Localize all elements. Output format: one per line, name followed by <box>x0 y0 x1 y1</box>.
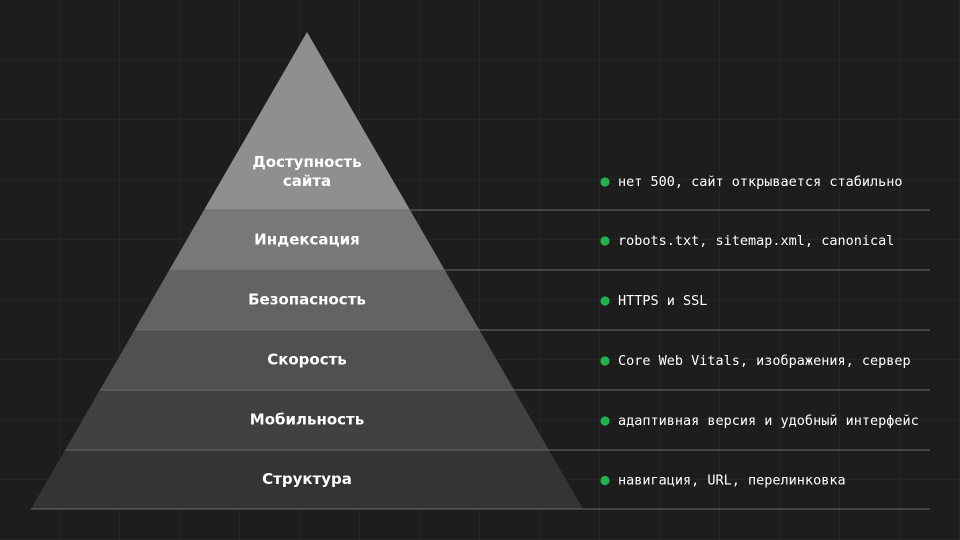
level-label-line: Скорость <box>267 351 347 369</box>
pyramid-level-5 <box>65 390 549 450</box>
level-label-6: Структура <box>262 470 352 488</box>
description-list: нет 500, сайт открывается стабильно robot… <box>600 174 919 489</box>
level-description-1: нет 500, сайт открывается стабильно <box>618 174 902 190</box>
level-description-6: навигация, URL, перелинковка <box>618 473 846 489</box>
level-description-3: HTTPS и SSL <box>618 293 707 309</box>
level-label-line: Безопасность <box>248 291 366 309</box>
bullet-dot-1 <box>600 177 610 187</box>
bullet-dot-4 <box>600 356 610 366</box>
bullet-dot-6 <box>600 475 610 486</box>
pyramid-levels <box>31 32 583 509</box>
level-label-line: Доступность <box>252 153 361 171</box>
level-label-4: Скорость <box>267 351 347 369</box>
pyramid-level-2 <box>169 210 445 270</box>
pyramid-level-1 <box>204 32 410 210</box>
level-label-5: Мобильность <box>250 411 364 429</box>
level-description-5: адаптивная версия и удобный интерфейс <box>618 413 919 429</box>
bullet-dot-5 <box>600 416 610 426</box>
bullet-dot-2 <box>600 236 610 246</box>
level-label-3: Безопасность <box>248 291 366 309</box>
pyramid-level-6 <box>31 450 583 509</box>
level-label-line: Мобильность <box>250 411 364 429</box>
level-label-2: Индексация <box>254 231 360 249</box>
level-dividers <box>31 209 930 510</box>
level-label-line: Индексация <box>254 231 360 249</box>
level-description-4: Core Web Vitals, изображения, сервер <box>618 353 911 369</box>
level-label-line: сайта <box>283 172 331 190</box>
level-description-2: robots.txt, sitemap.xml, canonical <box>618 233 894 249</box>
pyramid-level-3 <box>134 270 480 330</box>
level-label-line: Структура <box>262 470 352 488</box>
bullet-dot-3 <box>600 296 610 306</box>
pyramid-level-4 <box>99 330 515 390</box>
